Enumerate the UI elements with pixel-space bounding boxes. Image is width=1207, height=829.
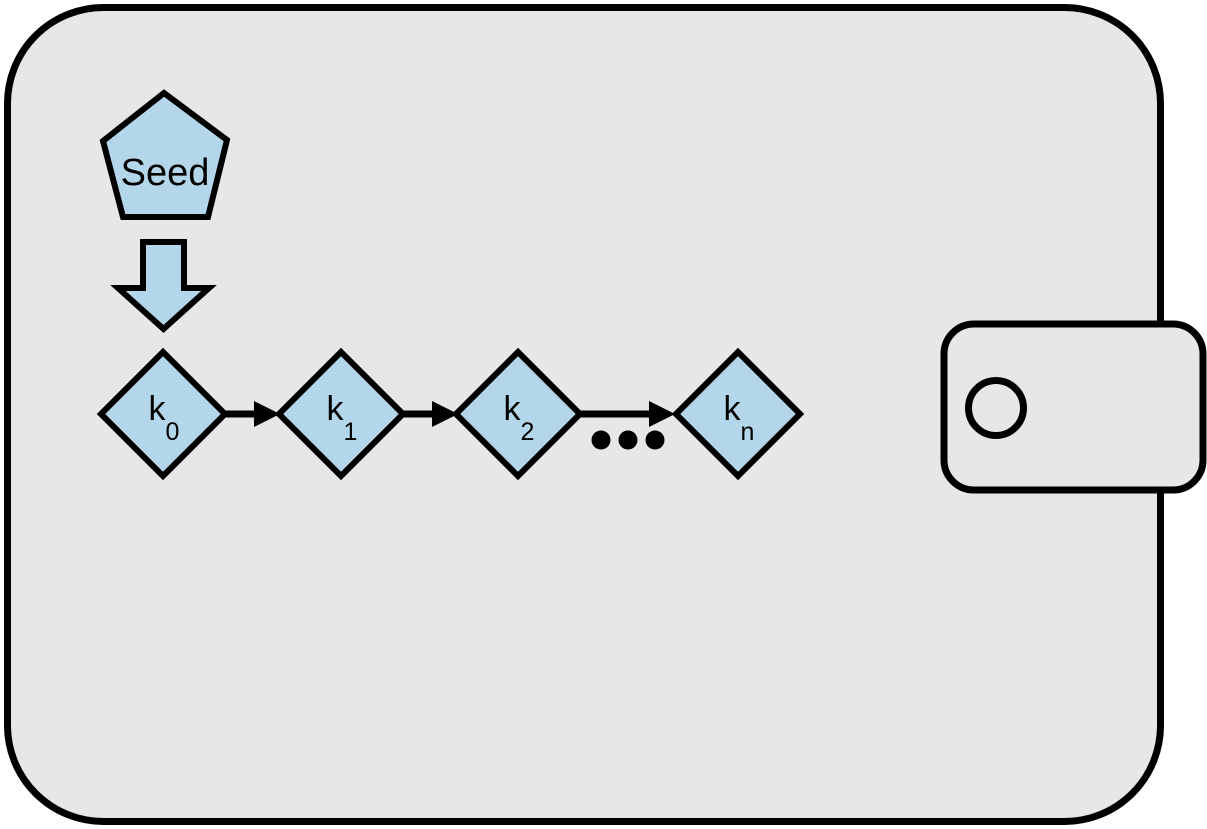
key-label: k0 <box>149 390 180 446</box>
wallet-clasp <box>940 320 1207 494</box>
seed-pentagon <box>99 89 231 220</box>
key-node-k1: k1 <box>274 347 408 481</box>
ellipsis-dots <box>591 430 665 450</box>
key-node-k2: k2 <box>451 347 585 481</box>
key-label: k2 <box>504 390 535 446</box>
key-diamond <box>96 347 230 481</box>
ellipsis-dot <box>618 430 638 450</box>
chain-arrow-k1-k2 <box>404 401 458 427</box>
key-node-kn: kn <box>671 347 805 481</box>
ellipsis-dot <box>591 430 611 450</box>
key-diamond <box>451 347 585 481</box>
key-diamond <box>671 347 805 481</box>
key-label: k1 <box>327 390 358 446</box>
seed-derivation-down-arrow-icon <box>110 239 217 334</box>
arrow-head-icon <box>649 401 675 427</box>
arrow-head-icon <box>432 401 458 427</box>
chain-arrow-k0-k1 <box>226 401 280 427</box>
ellipsis-dot <box>645 430 665 450</box>
clasp-button-icon <box>965 377 1027 439</box>
chain-arrow-k2-kn <box>581 401 675 427</box>
key-diamond <box>274 347 408 481</box>
seed-label: Seed <box>121 152 210 194</box>
key-label: kn <box>724 390 755 446</box>
seed-node: Seed <box>99 89 231 220</box>
key-node-k0: k0 <box>96 347 230 481</box>
arrow-head-icon <box>254 401 280 427</box>
